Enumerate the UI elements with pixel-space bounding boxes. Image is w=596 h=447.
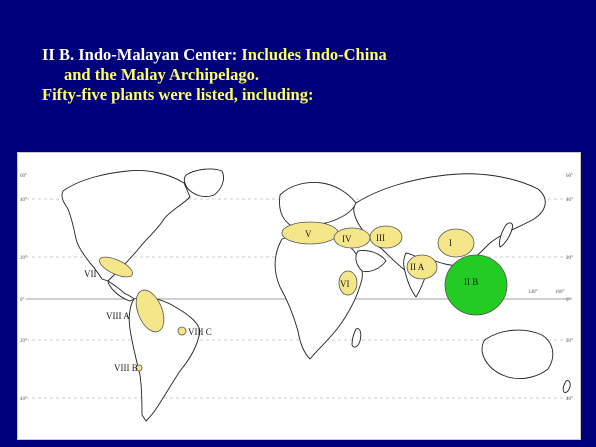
lat-label: 40° [566,198,573,203]
title-line-2: and the Malay Archipelago. [64,65,259,84]
australia-outline [481,329,554,380]
new-zealand-outline [562,380,571,394]
world-map-figure: 60° 40° 20° 0° 20° 40° 60° 40° 20° 0° 20… [17,152,581,440]
africa-outline [274,234,363,360]
title-highlight: Includes Indo-China [241,45,387,64]
center-label: V [305,229,312,239]
lat-label: 40° [20,397,27,402]
lat-labels-left: 60° 40° 20° 0° 20° 40° [20,174,27,402]
center-label: VI [340,279,350,289]
lat-label: 40° [20,198,27,203]
lat-labels-right: 60° 40° 20° 0° 20° 40° [566,174,573,402]
title-line-3: Fifty-five plants were listed, including… [42,85,314,104]
center-label: VIII C [188,327,212,337]
title-prefix: II B. Indo-Malayan Center: [42,45,242,64]
center-label: III [376,233,385,243]
lon-label: 140° [528,290,538,295]
center-IV-region [333,227,371,249]
lat-label: 40° [566,397,573,402]
center-VIIIA-region [135,289,165,333]
lon-label: 160° [555,290,565,295]
center-VII-region [99,256,133,278]
center-labels: I II A II B III IV V VI VII VIII A VIII … [84,229,478,373]
lon-labels: 120° 140° 160° [498,290,565,295]
center-I-region [437,228,475,258]
center-IIA-region [406,254,438,280]
center-label: IV [342,234,352,244]
center-label: I [449,238,452,248]
center-VIIIB-region [135,364,143,372]
center-IIB-region [444,254,508,316]
arabia-outline [355,250,387,272]
world-map-svg: 60° 40° 20° 0° 20° 40° 60° 40° 20° 0° 20… [20,168,573,422]
lat-label: 60° [566,174,573,179]
lat-label: 60° [20,174,27,179]
japan-outline [499,222,513,248]
lat-label: 20° [566,339,573,344]
center-III-region [369,225,403,249]
center-VI-region [338,270,358,296]
center-label: II B [464,277,478,287]
center-label: VII [84,269,97,279]
greenland-outline [183,168,225,198]
slide-title: II B. Indo-Malayan Center: Includes Indo… [42,45,572,105]
center-label: II A [410,262,425,272]
lat-label: 20° [566,256,573,261]
lat-label: 0° [20,298,25,303]
centers-of-origin [99,221,508,372]
center-VIIIC-region [177,326,187,336]
lat-label: 20° [20,339,27,344]
madagascar-outline [351,328,362,348]
lat-label: 0° [566,298,571,303]
europe-outline [279,182,357,227]
lat-label: 20° [20,256,27,261]
central-america-outline [107,280,135,302]
center-label: VIII B [114,363,138,373]
center-label: VIII A [106,311,130,321]
